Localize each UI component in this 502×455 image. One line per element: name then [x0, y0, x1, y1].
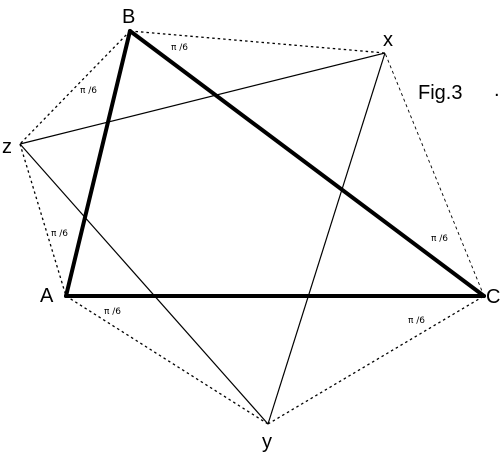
segment-b-x [129, 30, 386, 54]
segment-b-z [19, 30, 131, 145]
line-z-x [19, 52, 386, 145]
vertex-label-b: B [122, 6, 135, 28]
dotted-outer-segments [19, 30, 485, 425]
segment-a-y [65, 295, 269, 425]
angle-label-b-x: π /6 [171, 43, 188, 53]
angle-label-x-c: π /6 [431, 234, 448, 244]
vertex-label-x: x [383, 29, 393, 51]
angle-label-b-z: π /6 [80, 86, 97, 96]
line-x-y [267, 52, 386, 425]
thin-lines [19, 52, 386, 425]
segment-z-a [19, 143, 67, 297]
stray-mark: . [494, 79, 500, 101]
vertex-label-a: A [40, 285, 54, 307]
segment-c-x [384, 52, 485, 297]
segment-y-c [267, 295, 485, 425]
figure-caption: Fig.3 [418, 82, 462, 104]
angle-label-z-a: π /6 [51, 229, 68, 239]
vertex-label-y: y [262, 431, 272, 453]
angle-label-c-y: π /6 [408, 316, 425, 326]
angle-label-a-y: π /6 [104, 307, 121, 317]
vertex-label-c: C [486, 286, 500, 308]
vertex-label-z: z [2, 136, 12, 158]
triangle-abc [64, 29, 486, 298]
line-z-y [19, 143, 269, 425]
triangle-side-b-c [128, 29, 486, 298]
triangle-side-a-b [64, 29, 132, 298]
